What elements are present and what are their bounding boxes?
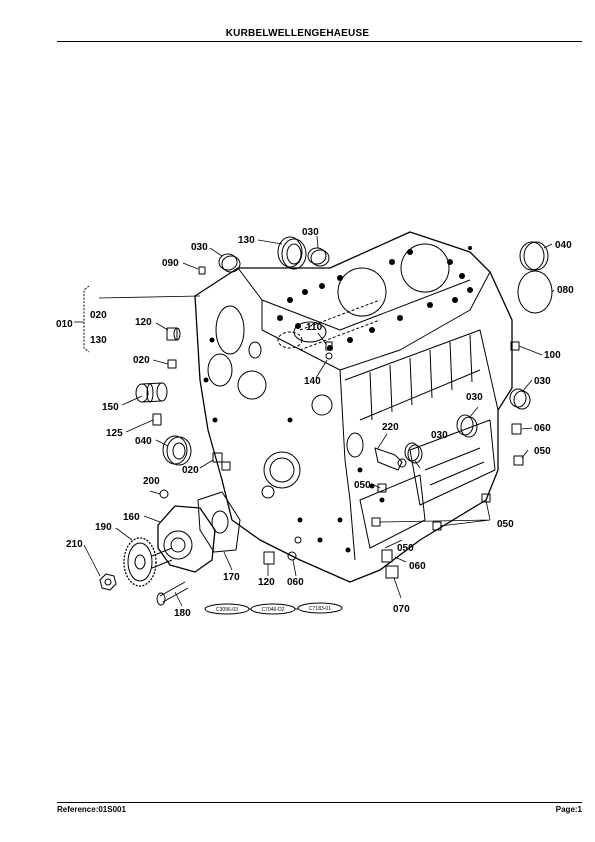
- callout-110: 110: [306, 322, 323, 333]
- seal-130-top: [277, 236, 307, 270]
- code-label-2: C7046-D2: [262, 607, 285, 613]
- callout-070: 070: [393, 604, 410, 615]
- callout-080: 080: [557, 285, 574, 296]
- callout-010: 010: [56, 319, 73, 330]
- nut-210: [99, 573, 117, 591]
- plug-050-right: [513, 455, 524, 466]
- ring-200: [159, 489, 169, 499]
- seal-040-left: [162, 435, 192, 466]
- pin-110: [325, 341, 333, 360]
- callout-050-d: 050: [397, 543, 414, 554]
- footer-rule: [57, 802, 582, 803]
- callout-040-b: 040: [135, 436, 152, 447]
- callout-030-e: 030: [431, 430, 448, 441]
- gasket-170: [197, 491, 241, 553]
- callout-220: 220: [382, 422, 399, 433]
- callout-020-a: 020: [133, 355, 150, 366]
- plug-030-lower: [404, 442, 423, 464]
- group-bracket: [83, 285, 90, 353]
- callout-210: 210: [66, 539, 83, 550]
- callout-190: 190: [95, 522, 112, 533]
- cover-080: [517, 270, 553, 314]
- bush-120-lower: [263, 551, 275, 565]
- callout-170: 170: [223, 572, 240, 583]
- plugs-050-cluster: [371, 483, 491, 531]
- callout-140: 140: [304, 376, 321, 387]
- callout-125: 125: [106, 428, 123, 439]
- callout-120-b: 120: [258, 577, 275, 588]
- callout-090: 090: [162, 258, 179, 269]
- crankcase-block: [194, 231, 513, 583]
- callout-020-b: 020: [182, 465, 199, 476]
- bush-120-left: [166, 327, 181, 341]
- sensor-220: [374, 447, 407, 471]
- callout-050-b: 050: [354, 480, 371, 491]
- callout-030-d: 030: [466, 392, 483, 403]
- callout-180: 180: [174, 608, 191, 619]
- oil-pump-160: [157, 505, 216, 573]
- page-number: Page:1: [555, 805, 582, 814]
- plug-060-right: [511, 423, 522, 435]
- callout-130-bracket: 130: [90, 335, 107, 346]
- reference-label: Reference:01S001: [57, 805, 126, 814]
- callout-200: 200: [143, 476, 160, 487]
- gear-190: [123, 537, 173, 587]
- pin-060-lower: [287, 536, 302, 561]
- callout-030-c: 030: [534, 376, 551, 387]
- leader-lines: [74, 235, 555, 607]
- plug-030-top: [218, 253, 241, 273]
- page-title: KURBELWELLENGEHAEUSE: [225, 28, 370, 39]
- code-label-1: C3096-03: [216, 607, 238, 613]
- callout-020-bracket: 020: [90, 310, 107, 321]
- callout-030-a: 030: [191, 242, 208, 253]
- plug-060-lower: [381, 549, 399, 579]
- pin-020-left: [167, 359, 177, 369]
- callout-120-a: 120: [135, 317, 152, 328]
- sleeve-150: [135, 382, 168, 403]
- code-labels: [204, 602, 343, 615]
- callout-040-a: 040: [555, 240, 572, 251]
- callout-060-c: 060: [287, 577, 304, 588]
- callout-130: 130: [238, 235, 255, 246]
- callout-100: 100: [544, 350, 561, 361]
- callout-050-a: 050: [534, 446, 551, 457]
- callout-150: 150: [102, 402, 119, 413]
- pin-125: [152, 413, 162, 426]
- bolt-180: [156, 581, 189, 606]
- header-rule: [57, 41, 582, 42]
- callout-160: 160: [123, 512, 140, 523]
- callout-060-b: 060: [409, 561, 426, 572]
- callout-030-b: 030: [302, 227, 319, 238]
- plug-030-mid: [509, 388, 531, 410]
- cover-040: [519, 241, 549, 271]
- callout-050-c: 050: [497, 519, 514, 530]
- plug-030-top-right: [307, 247, 330, 267]
- pin-090: [198, 266, 206, 275]
- callout-060-a: 060: [534, 423, 551, 434]
- pin-020-lower: [212, 452, 231, 471]
- plug-030-mid-center: [456, 414, 478, 438]
- code-label-3: C7183-01: [309, 606, 331, 612]
